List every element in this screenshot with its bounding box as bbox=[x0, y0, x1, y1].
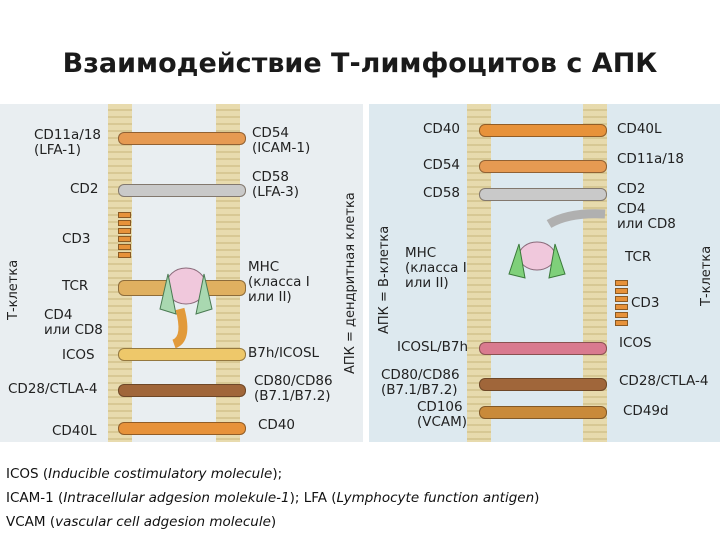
cd54-lfa1-molecule bbox=[479, 160, 607, 173]
label-cd4-cd8-right: CD4 или CD8 bbox=[617, 201, 676, 232]
label-icosl-b7h: ICOSL/B7h bbox=[397, 339, 469, 355]
mhc-left-arm-right bbox=[508, 243, 526, 279]
label-cd11a-lfa1: CD11a/18 (LFA-1) bbox=[34, 127, 101, 158]
label-cd80-cd86: CD80/CD86 (B7.1/B7.2) bbox=[254, 373, 333, 404]
mhc-antigen-shape-right bbox=[518, 241, 556, 271]
mhc-left-arm bbox=[159, 273, 177, 315]
label-cd11a18-right: CD11a/18 bbox=[617, 151, 684, 167]
footnote-icos: ICOS (Inducible costimulatory molecule); bbox=[6, 466, 283, 482]
mhc-right-arm-right bbox=[548, 243, 566, 279]
footnote-icam-lfa: ICAM-1 (Intracellular adgesion molekule-… bbox=[6, 490, 540, 506]
label-mhc: MHC (класса I или II) bbox=[248, 259, 310, 305]
label-b7h-icosl: B7h/ICOSL bbox=[248, 345, 320, 361]
footnote-vcam: VCAM (vascular cell adgesion molecule) bbox=[6, 514, 277, 530]
label-cd80-cd86-right: CD80/CD86 (B7.1/B7.2) bbox=[381, 367, 460, 398]
label-cd58-lfa3: CD58 (LFA-3) bbox=[252, 169, 299, 200]
label-cd58-right: CD58 bbox=[423, 185, 460, 201]
icosl-icos-molecule bbox=[479, 342, 607, 355]
cd58-cd2-molecule bbox=[479, 188, 607, 201]
left-diagram-panel: Т-клетка АПК = дендритная клетка CD11a/1… bbox=[0, 104, 363, 442]
label-cd40l: CD40L bbox=[52, 423, 97, 439]
label-cd54-right: CD54 bbox=[423, 157, 460, 173]
label-cd106-vcam: CD106 (VCAM) bbox=[417, 399, 468, 430]
label-tcr-right: TCR bbox=[625, 249, 652, 265]
label-icos: ICOS bbox=[62, 347, 95, 363]
label-mhc-right: MHC (класса I или II) bbox=[405, 245, 467, 291]
label-cd54-icam1: CD54 (ICAM-1) bbox=[252, 125, 311, 156]
cd40l-cd40-molecule bbox=[118, 422, 246, 435]
label-cd3: CD3 bbox=[62, 231, 91, 247]
label-cd28-ctla4-right: CD28/CTLA-4 bbox=[619, 373, 709, 389]
icos-molecule bbox=[118, 348, 246, 361]
left-diagram-shapes bbox=[159, 267, 213, 349]
cd80-cd28-molecule bbox=[479, 378, 607, 391]
label-icos-right: ICOS bbox=[619, 335, 652, 351]
label-cd4-cd8: CD4 или CD8 bbox=[44, 307, 103, 338]
cd4-hook-right bbox=[546, 209, 606, 228]
cd40-cd40l-molecule bbox=[479, 124, 607, 137]
label-cd49d: CD49d bbox=[623, 403, 669, 419]
label-cd40: CD40 bbox=[258, 417, 295, 433]
label-cd2: CD2 bbox=[70, 181, 99, 197]
label-cd40l-right: CD40L bbox=[617, 121, 662, 137]
cd3-stripes bbox=[118, 212, 131, 258]
cd3-stripes-right bbox=[615, 280, 628, 326]
cd2-cd58-molecule bbox=[118, 184, 246, 197]
cd106-cd49d-molecule bbox=[479, 406, 607, 419]
mhc-right-arm bbox=[195, 273, 213, 315]
page-title: Взаимодействие Т-лимфоцитов с АПК bbox=[62, 48, 658, 79]
right-diagram-shapes bbox=[508, 209, 606, 279]
label-cd28-ctla4: CD28/CTLA-4 bbox=[8, 381, 98, 397]
lfa1-icam1-molecule bbox=[118, 132, 246, 145]
cd4-hook bbox=[171, 307, 188, 349]
label-cd3-right: CD3 bbox=[631, 295, 660, 311]
right-diagram-panel: АПК = В-клетка Т-клетка CD40 CD54 CD58 M… bbox=[369, 104, 720, 442]
label-cd40-right: CD40 bbox=[423, 121, 460, 137]
cd28-cd80-molecule bbox=[118, 384, 246, 397]
label-cd2-right: CD2 bbox=[617, 181, 646, 197]
label-tcr: TCR bbox=[62, 278, 89, 294]
